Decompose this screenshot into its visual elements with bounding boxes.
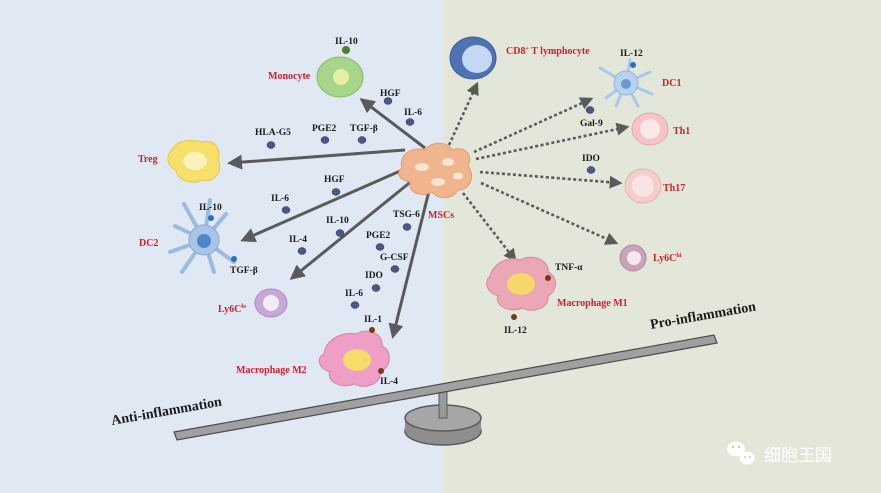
macrophage-m1-cell bbox=[486, 256, 556, 311]
factor-dot-il6-dc2 bbox=[281, 206, 291, 214]
balance-post bbox=[438, 389, 448, 419]
factor-dot-il12-dc1 bbox=[630, 62, 636, 68]
factor-label-il10-dc2-path: IL-10 bbox=[326, 216, 349, 226]
watermark: 细胞王国 bbox=[727, 441, 832, 466]
factor-labels: IL-10 HGF IL-6 HLA-G5 PGE2 TGF-β HGF IL-… bbox=[199, 37, 643, 387]
factor-dot-hgf-dc2 bbox=[331, 188, 341, 196]
factor-label-ido-m2: IDO bbox=[365, 271, 383, 281]
arrow-to-macrophage-m2 bbox=[388, 186, 432, 339]
arrow-to-ly6c-hi bbox=[480, 181, 619, 245]
arrow-to-treg bbox=[227, 148, 406, 170]
treg-cell bbox=[167, 139, 221, 183]
th1-cell bbox=[631, 112, 669, 146]
factor-label-il6-m2: IL-6 bbox=[345, 289, 363, 299]
factor-dot-tgfb-dc2 bbox=[231, 256, 237, 262]
balance-scale bbox=[173, 334, 718, 446]
factor-dot-tgfb-treg bbox=[357, 136, 367, 144]
cd8-t-cell bbox=[449, 36, 497, 80]
msc-cluster bbox=[398, 142, 473, 199]
th17-label: Th17 bbox=[663, 183, 685, 194]
ly6c-hi-cell bbox=[619, 244, 647, 272]
factor-dot-hla-g5 bbox=[266, 141, 276, 149]
monocyte-cell bbox=[316, 56, 364, 98]
ly6c-lo-label: Ly6Clo bbox=[218, 304, 246, 315]
factor-dot-tsg6 bbox=[402, 223, 412, 231]
factor-label-tsg6: TSG-6 bbox=[393, 210, 420, 220]
factor-label-tnfa: TNF-α bbox=[555, 263, 583, 273]
arrow-to-ly6c-lo bbox=[289, 178, 414, 280]
factor-dot-tnfa bbox=[545, 275, 551, 281]
factor-label-il6-dc2: IL-6 bbox=[271, 194, 289, 204]
factor-dot-il4-m2 bbox=[378, 368, 384, 374]
factor-dot-il12-m1 bbox=[511, 314, 517, 320]
factor-label-il1: IL-1 bbox=[364, 315, 382, 325]
arrow-to-dc2 bbox=[240, 166, 408, 243]
monocyte-label: Monocyte bbox=[268, 71, 311, 82]
factor-dot-il6-m2 bbox=[350, 301, 360, 309]
factor-dot-pge2-treg bbox=[320, 136, 330, 144]
ly6c-lo-cell bbox=[254, 288, 288, 318]
factor-dot-pge2-m2 bbox=[375, 243, 385, 251]
arrow-to-th17 bbox=[479, 170, 623, 189]
factor-label-pge2-treg: PGE2 bbox=[312, 124, 337, 134]
msc-label: MSCs bbox=[428, 210, 454, 221]
arrow-to-cd8 bbox=[447, 81, 479, 146]
factor-label-il10-dc2-cell: IL-10 bbox=[199, 203, 222, 213]
macrophage-m1-label: Macrophage M1 bbox=[557, 298, 628, 309]
factor-dot-il10-mono bbox=[342, 46, 350, 54]
th1-label: Th1 bbox=[673, 126, 690, 137]
factor-dot-ido-th bbox=[586, 166, 596, 174]
macrophage-m2-label: Macrophage M2 bbox=[236, 365, 307, 376]
factor-dot-hgf-mono bbox=[383, 97, 393, 105]
factor-label-il6-mono: IL-6 bbox=[404, 108, 422, 118]
ly6c-hi-label: Ly6Chi bbox=[653, 253, 682, 264]
factor-label-pge2-m2: PGE2 bbox=[366, 231, 391, 241]
factor-label-gal9: Gal-9 bbox=[580, 119, 603, 129]
factor-dot-il4-ly6c bbox=[297, 247, 307, 255]
factor-dots bbox=[208, 46, 636, 374]
anti-arrows bbox=[227, 98, 432, 339]
anti-inflammation-panel bbox=[0, 0, 443, 493]
treg-label: Treg bbox=[138, 154, 158, 165]
factor-label-tgfb-treg: TGF-β bbox=[350, 124, 378, 134]
macrophage-m2-cell bbox=[318, 330, 390, 387]
factor-label-il10-mono: IL-10 bbox=[335, 37, 358, 47]
factor-dot-gcsf bbox=[390, 265, 400, 273]
balance-beam bbox=[173, 334, 718, 441]
factor-dot-il10-dc2-cell bbox=[208, 215, 214, 221]
factor-label-hgf-mono: HGF bbox=[380, 89, 401, 99]
pro-arrows bbox=[447, 81, 630, 263]
factor-label-hla-g5: HLA-G5 bbox=[255, 128, 291, 138]
factor-label-ido-th: IDO bbox=[582, 154, 600, 164]
pro-inflammation-panel bbox=[443, 0, 881, 493]
factor-label-il12-dc1: IL-12 bbox=[620, 49, 643, 59]
factor-label-il12-m1: IL-12 bbox=[504, 326, 527, 336]
factor-dot-gal9 bbox=[585, 106, 595, 114]
dc2-label: DC2 bbox=[139, 238, 158, 249]
cd8-label: CD8+ T lymphocyte bbox=[506, 46, 590, 57]
factor-label-hgf-dc2: HGF bbox=[324, 175, 345, 185]
th17-cell bbox=[624, 168, 662, 204]
dc1-label: DC1 bbox=[662, 78, 681, 89]
wechat-icon bbox=[727, 441, 755, 465]
arrow-to-th1 bbox=[475, 122, 630, 161]
factor-dot-il1 bbox=[369, 327, 375, 333]
factor-label-gcsf: G-CSF bbox=[380, 253, 409, 263]
arrow-to-monocyte bbox=[359, 98, 426, 150]
arrow-to-dc1 bbox=[473, 97, 594, 154]
factor-label-il4-m2: IL-4 bbox=[380, 377, 398, 387]
watermark-text: 细胞王国 bbox=[764, 446, 832, 466]
factor-dot-il6-mono bbox=[405, 118, 415, 126]
factor-label-tgfb-dc2: TGF-β bbox=[230, 266, 258, 276]
factor-dot-ido-m2 bbox=[371, 284, 381, 292]
factor-label-il4-ly6c: IL-4 bbox=[289, 235, 307, 245]
factor-dot-il10-dc2 bbox=[335, 229, 345, 237]
